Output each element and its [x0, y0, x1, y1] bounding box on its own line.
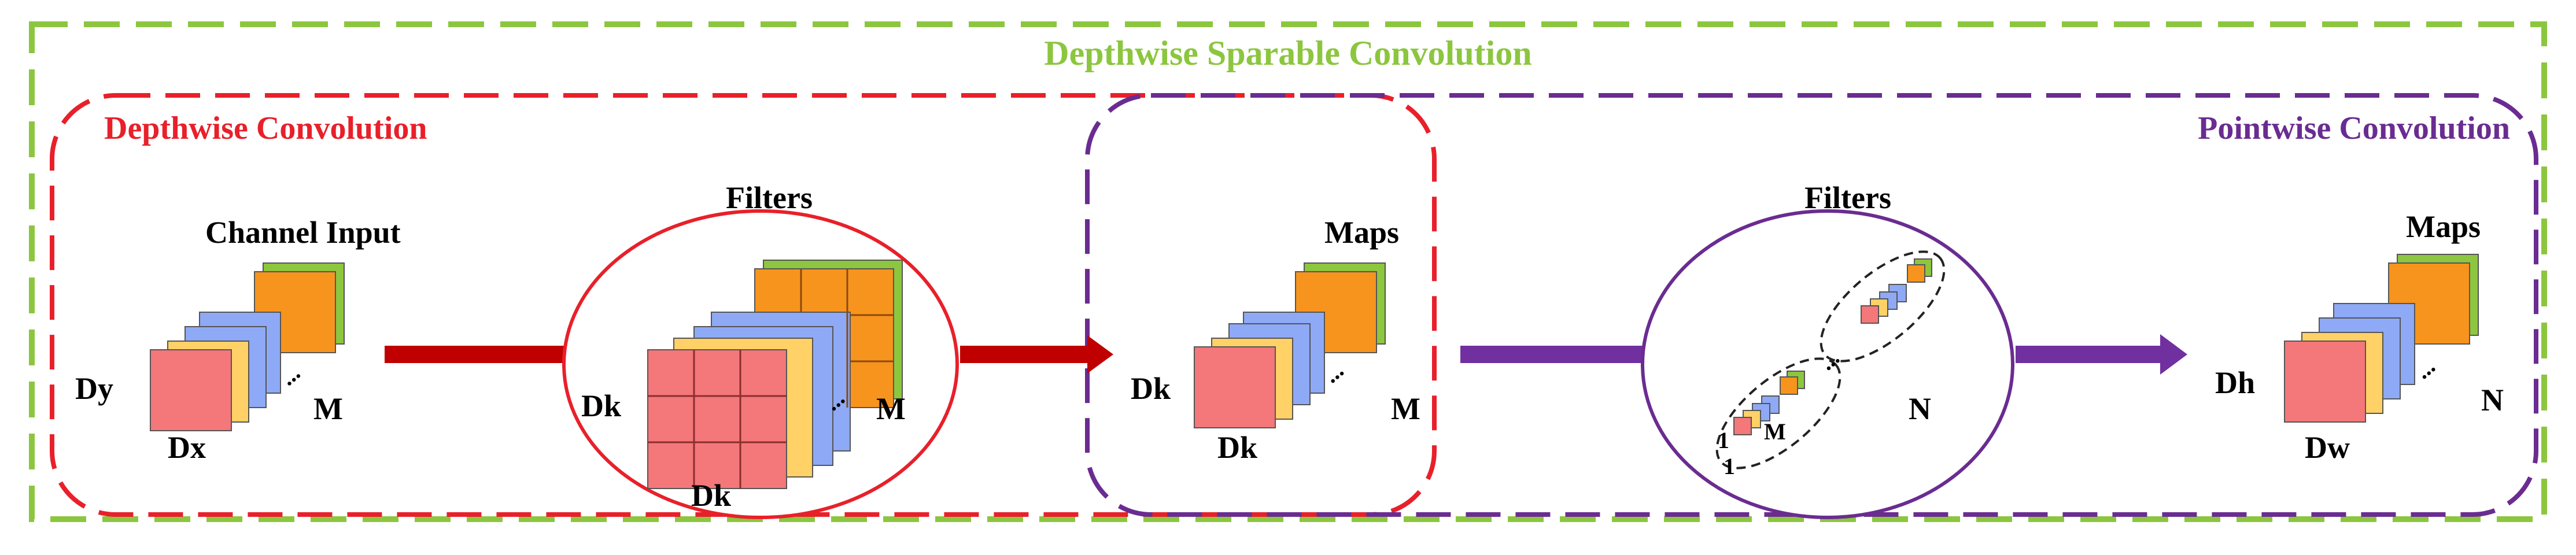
pointwise-kernel-upper	[1861, 258, 1932, 324]
arrow-pointwise-to-output-shaft	[2016, 346, 2163, 363]
output-width-label: Dw	[2305, 430, 2350, 465]
arrow-filters-to-maps-shaft	[960, 346, 1090, 363]
pointwise-kernel-capsule-upper	[1820, 250, 1946, 362]
maps-width-label: Dk	[1217, 430, 1257, 465]
depthwise-frame	[50, 93, 1437, 517]
pointwise-depth-label: M	[1764, 419, 1786, 445]
input-width-label: Dx	[168, 430, 206, 465]
pointwise-size-b-label: 1	[1724, 453, 1735, 479]
arrow-filters-to-maps-head	[1087, 335, 1113, 373]
input-channels-label: M	[313, 391, 343, 426]
outer-frame	[29, 21, 2547, 522]
filter-layer-red	[647, 349, 787, 489]
filter-height-label: Dk	[581, 388, 621, 423]
input-channel-stack	[150, 262, 345, 431]
arrow-maps-to-pointwise	[1460, 346, 1651, 363]
diagram-title: Depthwise Sparable Convolution	[1044, 34, 1531, 72]
pointwise-frame	[1085, 93, 2538, 517]
input-layer-red	[150, 349, 232, 431]
filter-width-label: Dk	[691, 478, 731, 513]
output-channels-label: N	[2481, 383, 2504, 417]
pointwise-filters-label: Filters	[1804, 180, 1891, 215]
output-layer-red	[2284, 341, 2366, 423]
filter-channels-label: M	[876, 391, 906, 426]
maps-layer-red	[1194, 346, 1276, 428]
input-label: Channel Input	[205, 215, 401, 250]
maps-height-label: Dk	[1131, 371, 1171, 406]
depthwise-filters-label: Filters	[726, 180, 813, 215]
maps-label: Maps	[1324, 215, 1399, 250]
pointwise-size-a-label: 1	[1718, 427, 1729, 453]
input-height-label: Dy	[75, 371, 113, 406]
output-label: Maps	[2406, 209, 2481, 244]
filter-grid-lines	[648, 350, 787, 489]
output-maps-stack	[2284, 254, 2479, 423]
pointwise-title: Pointwise Convolution	[2198, 110, 2510, 146]
depthwise-title: Depthwise Convolution	[104, 110, 427, 146]
pointwise-count-label: N	[1909, 391, 1931, 426]
pointwise-kernel-lower	[1733, 371, 1805, 435]
arrow-input-to-filters	[385, 346, 573, 363]
pointwise-kernel-capsule-lower	[1715, 357, 1841, 469]
output-height-label: Dh	[2215, 365, 2255, 400]
arrow-pointwise-to-output-head	[2160, 334, 2187, 375]
pointwise-filters-ellipse	[1641, 209, 2014, 519]
depthwise-maps-stack	[1194, 262, 1386, 428]
filter-orange-grid-lines	[800, 269, 894, 408]
maps-channels-label: M	[1391, 391, 1420, 426]
